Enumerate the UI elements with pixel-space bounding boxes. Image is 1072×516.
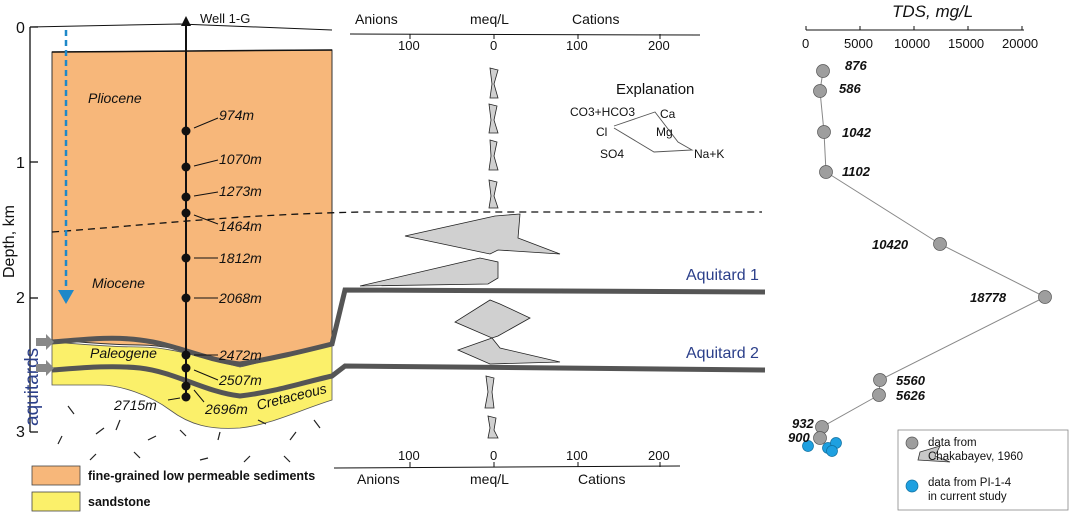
legend-blue-label: data from PI-1-4 in current study — [928, 477, 1014, 503]
basement-hatching — [57, 405, 321, 463]
tds-tick-10000: 10000 — [894, 36, 930, 51]
sample-label-2715: 2715m — [113, 397, 157, 413]
tds-tick-0: 0 — [802, 36, 809, 51]
sample-label-1070: 1070m — [219, 151, 262, 167]
bottom-tick-100-left: 100 — [398, 448, 420, 463]
sample-arrows — [167, 117, 219, 403]
bottom-anions-label: Anions — [357, 471, 400, 487]
depth-axis-label: Depth, km — [1, 205, 18, 278]
top-tick-200: 200 — [648, 38, 670, 53]
legend-fine-swatch — [31, 465, 81, 486]
geologic-column: Well 1-G 974m 1070m 1273m 1464m 1812m 20… — [1, 11, 766, 463]
bottom-tick-0: 0 — [490, 448, 497, 463]
explanation-cl: Cl — [596, 125, 607, 139]
bottom-cations-label: Cations — [578, 471, 625, 487]
legend-fine-label: fine-grained low permeable sediments — [88, 469, 315, 483]
tds-label-5560: 5560 — [896, 373, 926, 388]
tds-blue-points — [802, 437, 842, 457]
legend-blue-marker — [905, 479, 919, 493]
unit-pliocene: Pliocene — [88, 90, 142, 106]
explanation-ca: Ca — [660, 107, 676, 121]
tds-label-876: 876 — [845, 58, 867, 73]
unit-miocene: Miocene — [92, 275, 145, 291]
top-meq-label: meq/L — [470, 11, 509, 27]
tds-tick-5000: 5000 — [844, 36, 873, 51]
stiff-shapes — [359, 67, 561, 439]
sample-label-2472: 2472m — [218, 347, 262, 363]
sample-label-974: 974m — [219, 107, 254, 123]
top-tick-100-left: 100 — [398, 38, 420, 53]
tds-tick-20000: 20000 — [1002, 36, 1038, 51]
tds-label-5626: 5626 — [896, 388, 926, 403]
tds-grey-points — [813, 64, 1052, 445]
tds-panel: TDS, mg/L 0 5000 10000 15000 20000 876 5… — [788, 2, 1069, 511]
top-cations-label: Cations — [572, 11, 619, 27]
explanation-title: Explanation — [616, 81, 694, 98]
explanation-so4: SO4 — [600, 147, 624, 161]
stiff-panel: Anions meq/L Cations 100 0 100 200 Aquit… — [333, 11, 759, 487]
aquitard-arrows — [36, 334, 54, 376]
lithology-legend: fine-grained low permeable sediments san… — [31, 465, 315, 512]
top-tick-100-right: 100 — [566, 38, 588, 53]
tds-label-1042: 1042 — [842, 125, 872, 140]
sample-label-1812: 1812m — [219, 250, 262, 266]
tds-label-586: 586 — [839, 81, 861, 96]
well-arrow-head — [181, 16, 191, 26]
tds-legend-box — [897, 429, 1069, 511]
depth-tick-1: 1 — [16, 155, 25, 172]
legend-sand-swatch — [31, 491, 81, 512]
sample-label-2696: 2696m — [204, 401, 248, 417]
explanation-nak: Na+K — [694, 147, 724, 161]
sample-label-2068: 2068m — [218, 290, 262, 306]
legend-sand-label: sandstone — [88, 495, 151, 509]
tds-label-18778: 18778 — [970, 290, 1007, 305]
tds-label-10420: 10420 — [872, 237, 909, 252]
sample-label-1273: 1273m — [219, 183, 262, 199]
explanation-mg: Mg — [656, 125, 673, 139]
aquitards-label: aquitards — [22, 348, 43, 426]
top-anions-label: Anions — [355, 11, 398, 27]
sample-label-1464: 1464m — [219, 218, 262, 234]
bottom-meq-label: meq/L — [470, 471, 509, 487]
legend-stiff-marker — [917, 445, 951, 463]
tds-label-900: 900 — [788, 430, 810, 445]
flow-arrow-head — [58, 290, 74, 304]
sample-label-2507: 2507m — [218, 372, 262, 388]
aquitard-band-2 — [51, 363, 766, 399]
unit-paleogene: Paleogene — [90, 345, 157, 361]
tds-label-932: 932 — [792, 416, 814, 431]
sample-points — [181, 126, 191, 402]
top-tick-0: 0 — [490, 38, 497, 53]
tds-profile-line — [819, 70, 1047, 439]
stiff-explanation: Explanation CO3+HCO3 Cl SO4 Ca Mg Na+K — [570, 81, 724, 161]
depth-tick-3: 3 — [16, 424, 25, 441]
explanation-co3: CO3+HCO3 — [570, 105, 635, 119]
legend-grey-label: data from Chakabayev, 1960 — [928, 437, 1023, 463]
aquitard-1-label: Aquitard 1 — [686, 267, 759, 284]
depth-tick-2: 2 — [16, 290, 25, 307]
top-surface — [29, 23, 333, 31]
tds-title: TDS, mg/L — [892, 2, 973, 21]
legend-grey-marker — [905, 436, 919, 450]
tds-label-1102: 1102 — [842, 164, 871, 179]
aquitard-2-label: Aquitard 2 — [686, 345, 759, 362]
dashed-boundary — [51, 211, 762, 233]
depth-tick-0: 0 — [16, 20, 25, 37]
bottom-tick-200: 200 — [648, 448, 670, 463]
well-label: Well 1-G — [200, 11, 250, 26]
bottom-tick-100-right: 100 — [566, 448, 588, 463]
tds-tick-15000: 15000 — [948, 36, 984, 51]
